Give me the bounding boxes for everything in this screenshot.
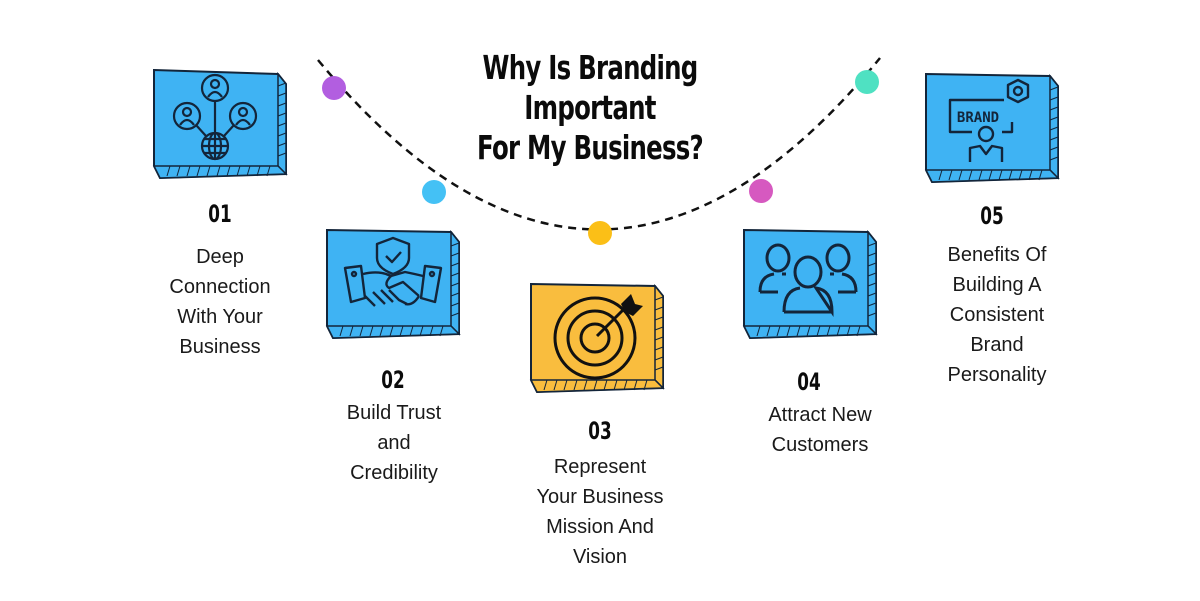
step-04-label: Attract New Customers (768, 404, 872, 456)
step-01-card (150, 66, 292, 184)
network-people-globe-icon (152, 68, 288, 180)
step-01-number: 01 (208, 200, 232, 228)
brand-text: BRAND (957, 110, 999, 126)
timeline-dot-purple (322, 76, 346, 100)
customers-group-icon (742, 228, 878, 340)
title-line-2: For My Business? (476, 128, 704, 167)
timeline-dot-pink (749, 179, 773, 203)
step-03-label: Represent Your Business Mission And Visi… (536, 456, 664, 568)
target-arrow-icon (529, 282, 665, 394)
step-03-card (527, 280, 669, 398)
step-05-label: Benefits Of Building A Consistent Brand … (947, 244, 1047, 386)
step-02-number: 02 (381, 366, 405, 394)
title-line-1: Why Is Branding Important (482, 48, 698, 127)
step-02-card (323, 226, 465, 344)
timeline-dot-blue (422, 180, 446, 204)
brand-presenter-icon: BRAND (924, 72, 1060, 184)
step-03-number: 03 (588, 417, 612, 445)
step-05-number: 05 (980, 202, 1004, 230)
step-04-number: 04 (797, 368, 821, 396)
step-05-card: BRAND (922, 70, 1064, 188)
timeline-dot-teal (855, 70, 879, 94)
step-02-label: Build Trust and Credibility (346, 402, 442, 484)
step-01-label: Deep Connection With Your Business (169, 246, 271, 358)
page-title: Why Is Branding Important For My Busines… (435, 48, 746, 168)
timeline-dot-yellow (588, 221, 612, 245)
handshake-shield-icon (325, 228, 461, 340)
step-04-card (740, 226, 882, 344)
